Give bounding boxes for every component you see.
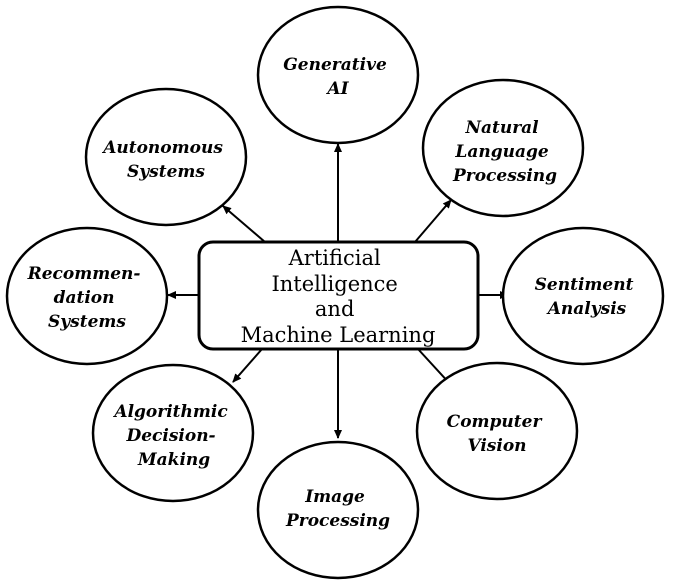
node-image-processing: Image Processing: [256, 440, 420, 580]
algorithmic-decision-making-line-1: Algorithmic: [112, 402, 228, 422]
circle-algorithmic-decision-making: [91, 363, 255, 503]
nlp-line-3: Processing: [452, 166, 557, 186]
circle-image-processing: [256, 440, 420, 580]
svg-text:Image Processing: Image Processing: [285, 487, 390, 531]
center-node: Artificial Intelligence and Machine Lear…: [197, 240, 480, 351]
arrow-to-nlp: [414, 199, 452, 243]
image-processing-line-2: Processing: [285, 511, 390, 531]
circle-sentiment-analysis: [501, 226, 665, 366]
circle-recommendation-systems: [5, 226, 169, 366]
node-nlp: Natural Language Processing: [421, 78, 585, 218]
autonomous-systems-line-2: Systems: [127, 162, 205, 182]
center-line-3: and: [315, 297, 355, 321]
center-line-2: Intelligence: [271, 272, 397, 296]
svg-text:Algorithmic Decision-: Algorithmic Decision- Making: [112, 402, 233, 470]
nlp-line-2: Language: [454, 142, 548, 162]
generative-ai-line-1: Generative: [283, 55, 387, 75]
node-algorithmic-decision-making: Algorithmic Decision- Making: [91, 363, 255, 503]
nlp-line-1: Natural: [464, 118, 539, 138]
connector-arrows: [167, 143, 509, 439]
node-computer-vision: Computer Vision: [415, 361, 579, 501]
arrow-to-algorithmic-decision-making: [232, 348, 263, 383]
circle-nlp: [421, 78, 585, 218]
computer-vision-line-2: Vision: [467, 436, 526, 456]
recommendation-systems-line-3: Systems: [48, 312, 126, 332]
circle-autonomous-systems: [84, 87, 248, 227]
computer-vision-line-1: Computer: [447, 412, 543, 432]
sentiment-analysis-line-1: Sentiment: [535, 275, 634, 295]
recommendation-systems-line-2: dation: [54, 288, 115, 308]
svg-text:Autonomous Systems: Autonomous Systems: [101, 138, 229, 182]
svg-text:Computer Vision: Computer Vision: [447, 412, 548, 456]
center-box: [197, 240, 480, 351]
node-generative-ai: Generative AI: [256, 5, 420, 145]
svg-text:Sentiment Analysis: Sentiment Analysis: [535, 275, 640, 319]
svg-text:Artificial Intelligence: Artificial Intelligence and Machine Lear…: [241, 246, 436, 347]
arrow-to-autonomous-systems: [222, 205, 266, 243]
node-autonomous-systems: Autonomous Systems: [84, 87, 248, 227]
image-processing-line-1: Image: [304, 487, 365, 507]
center-line-1: Artificial: [288, 246, 381, 270]
circle-generative-ai: [256, 5, 420, 145]
svg-text:Recommen- dation S: Recommen- dation Systems: [27, 264, 147, 332]
node-recommendation-systems: Recommen- dation Systems: [5, 226, 169, 366]
svg-text:Natural Language P: Natural Language Processing: [452, 118, 557, 186]
generative-ai-line-2: AI: [325, 79, 349, 99]
circle-computer-vision: [415, 361, 579, 501]
svg-text:Generative AI: Generative AI: [283, 55, 392, 99]
algorithmic-decision-making-line-2: Decision-: [125, 426, 215, 446]
algorithmic-decision-making-line-3: Making: [137, 450, 210, 470]
autonomous-systems-line-1: Autonomous: [101, 138, 223, 158]
recommendation-systems-line-1: Recommen-: [27, 264, 141, 284]
sentiment-analysis-line-2: Analysis: [546, 299, 627, 319]
center-line-4: Machine Learning: [241, 323, 436, 347]
node-sentiment-analysis: Sentiment Analysis: [501, 226, 665, 366]
